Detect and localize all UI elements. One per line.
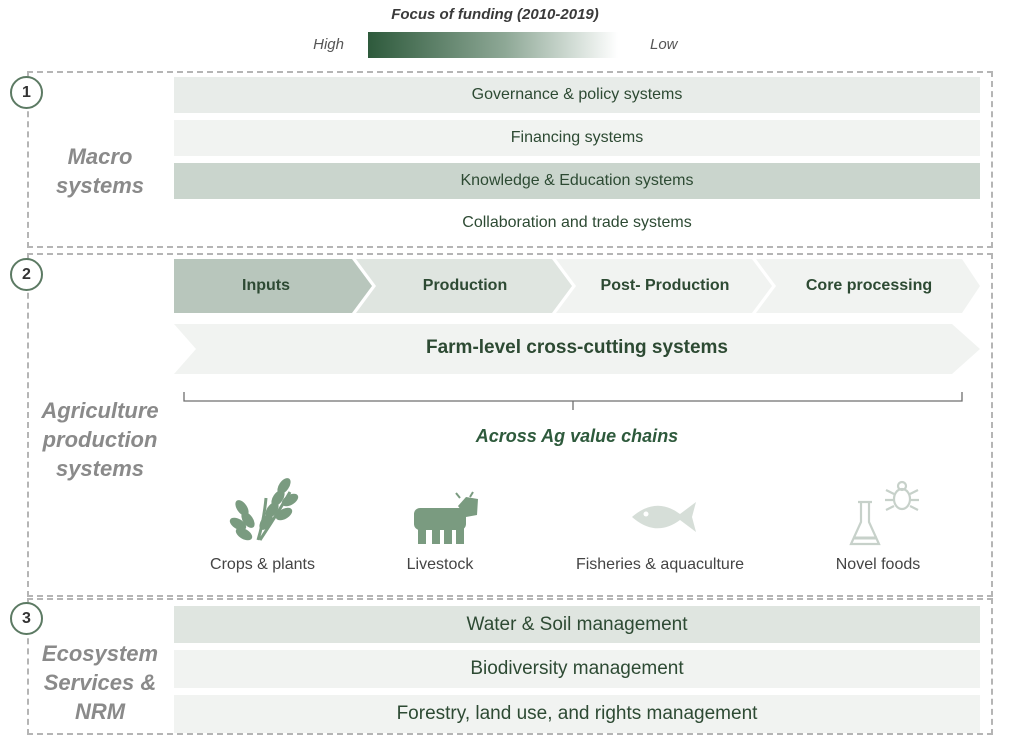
- agriculture-production-section: [27, 253, 993, 597]
- flask-bug-icon: [849, 480, 919, 546]
- legend-title: Focus of funding (2010-2019): [391, 6, 599, 23]
- chevron-label-post-production: Post- Production: [600, 277, 730, 294]
- farm-level-arrow: [174, 324, 980, 374]
- agriculture-label-line: Agriculture: [41, 398, 159, 423]
- legend-gradient-bar: [368, 32, 618, 58]
- cow-icon: [414, 491, 478, 544]
- macro-label-line: Macro: [67, 144, 133, 169]
- ecosystem-label-line: Services &: [43, 670, 157, 695]
- agriculture-production-label: Agriculture production systems: [30, 396, 170, 483]
- water-soil-bar: Water & Soil management: [174, 606, 980, 643]
- governance-policy-bar: Governance & policy systems: [174, 77, 980, 113]
- crops-plants-label: Crops & plants: [210, 556, 315, 573]
- chevron-label-production: Production: [422, 277, 508, 294]
- macro-systems-label: Macro systems: [30, 142, 170, 200]
- macro-label-line: systems: [55, 173, 145, 198]
- chevron-label-core-processing: Core processing: [805, 277, 933, 294]
- chevron-core-processing: [756, 259, 980, 313]
- chevron-post-production: [556, 259, 772, 313]
- macro-systems-section: [27, 71, 993, 248]
- legend-high-label: High: [313, 36, 344, 53]
- chevron-production: [356, 259, 572, 313]
- fish-icon: [632, 502, 696, 532]
- novel-foods-label: Novel foods: [835, 556, 921, 573]
- ecosystem-label-line: NRM: [74, 699, 126, 724]
- financing-bar: Financing systems: [174, 120, 980, 156]
- chevron-label-inputs: Inputs: [242, 277, 290, 294]
- chevron-inputs: [174, 259, 372, 313]
- ecosystem-services-label: Ecosystem Services & NRM: [30, 639, 170, 726]
- wheat-icon: [229, 478, 299, 541]
- collaboration-trade-bar: Collaboration and trade systems: [174, 205, 980, 241]
- fisheries-aquaculture-label: Fisheries & aquaculture: [575, 556, 745, 573]
- agriculture-label-line: production: [42, 427, 158, 452]
- agriculture-label-line: systems: [55, 456, 145, 481]
- farm-level-label: Farm-level cross-cutting systems: [425, 337, 728, 358]
- across-value-chains-label: Across Ag value chains: [475, 426, 679, 446]
- biodiversity-bar: Biodiversity management: [174, 650, 980, 688]
- knowledge-education-bar: Knowledge & Education systems: [174, 163, 980, 199]
- section-number-1: 1: [10, 76, 43, 109]
- section-number-3: 3: [10, 602, 43, 635]
- ecosystem-services-section: [27, 598, 993, 735]
- section-number-2: 2: [10, 258, 43, 291]
- legend-low-label: Low: [650, 36, 678, 53]
- forestry-land-use-bar: Forestry, land use, and rights managemen…: [174, 695, 980, 733]
- ecosystem-label-line: Ecosystem: [41, 641, 159, 666]
- value-chain-brace: [183, 392, 963, 410]
- livestock-label: Livestock: [406, 556, 474, 573]
